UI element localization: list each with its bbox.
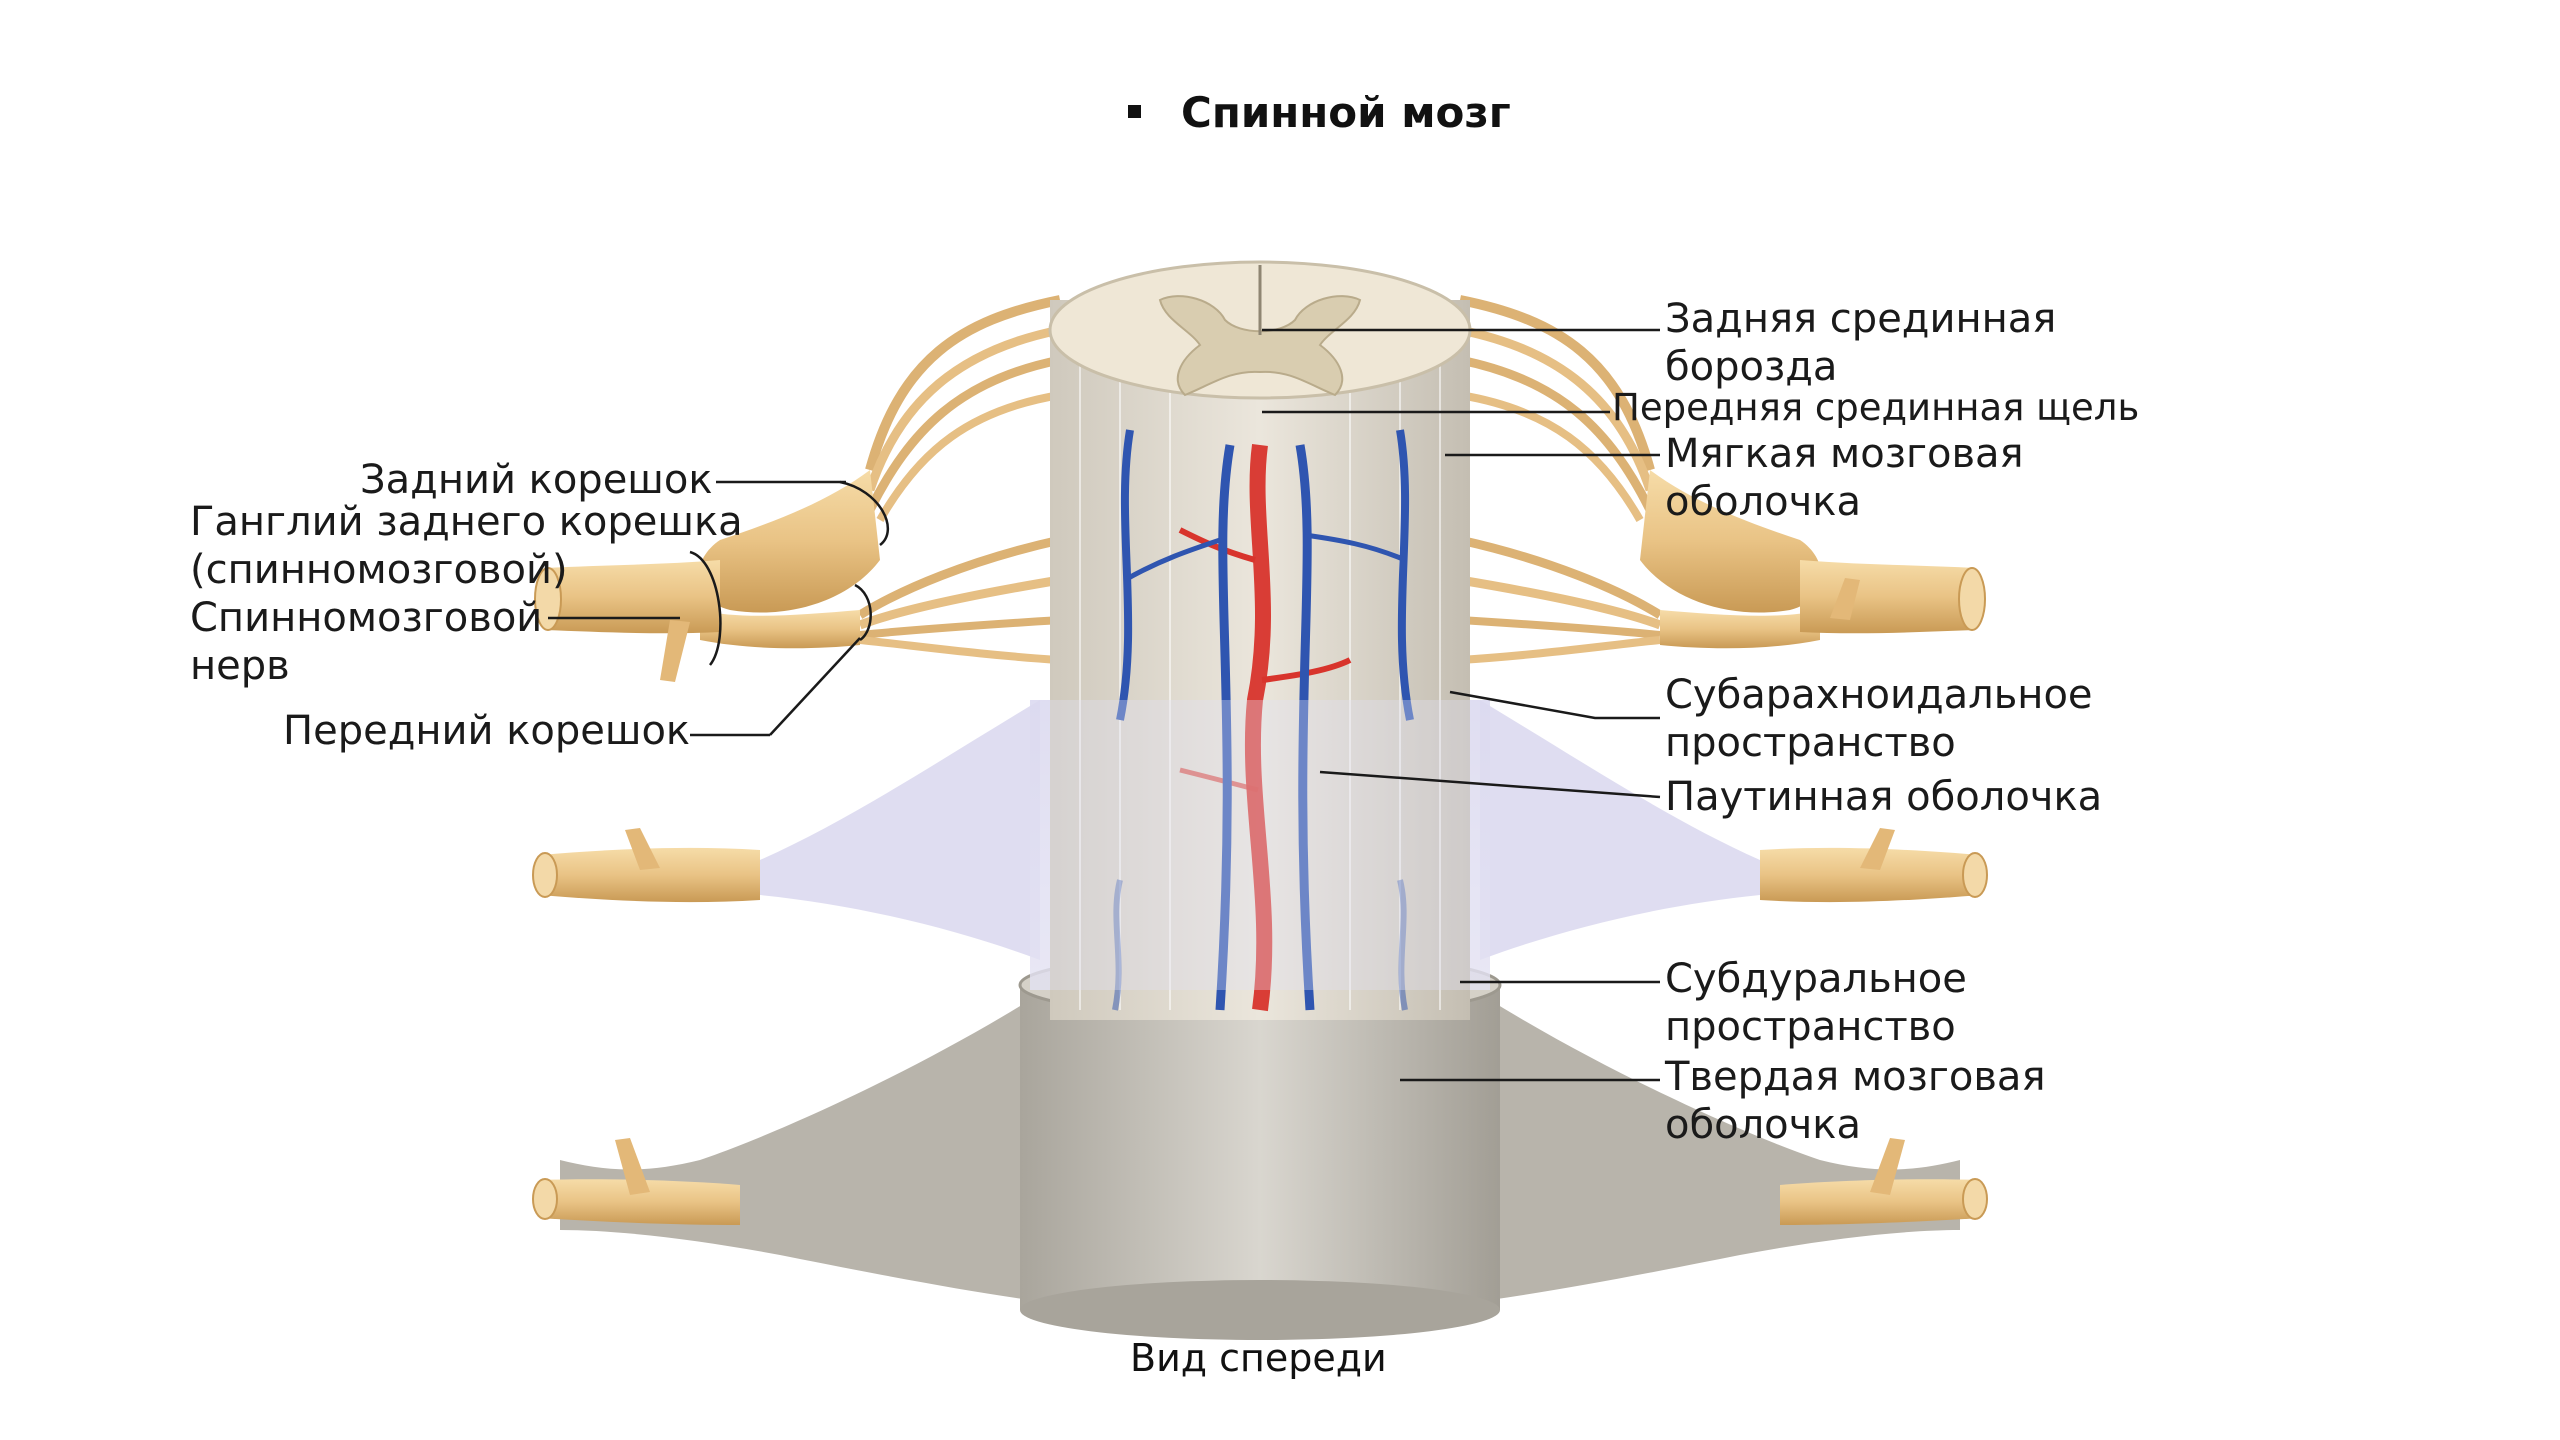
label-line: Твердая мозговая bbox=[1665, 1054, 2046, 1100]
label-line: пространство bbox=[1665, 720, 1956, 766]
label-line: Паутинная оболочка bbox=[1665, 774, 2103, 820]
spinal-cord bbox=[1048, 260, 1472, 1020]
label-subdural-space: Субдуральное пространство bbox=[1665, 955, 1967, 1051]
label-line: оболочка bbox=[1665, 1102, 1861, 1148]
label-arachnoid-mater: Паутинная оболочка bbox=[1665, 773, 2102, 821]
label-line: пространство bbox=[1665, 1004, 1956, 1050]
label-anterior-root: Передний корешок bbox=[283, 707, 690, 755]
label-line: Передний корешок bbox=[283, 708, 691, 754]
label-line: Мягкая мозговая bbox=[1665, 431, 2024, 477]
label-dura-mater: Твердая мозговая оболочка bbox=[1665, 1053, 2046, 1149]
arachnoid-veil bbox=[1030, 700, 1490, 990]
label-posterior-median-sulcus: Задняя срединная борозда bbox=[1665, 295, 2056, 391]
label-line: борозда bbox=[1665, 344, 1838, 390]
page-title: Спинной мозг bbox=[1128, 88, 1511, 137]
label-line: Субарахноидальное bbox=[1665, 672, 2093, 718]
lower-spinal-nerves bbox=[532, 828, 1988, 1225]
upper-spinal-nerves bbox=[534, 295, 1986, 682]
grey-matter bbox=[1158, 295, 1362, 397]
label-spinal-nerve: Спинномозговой нерв bbox=[190, 594, 542, 690]
page-title-text: Спинной мозг bbox=[1181, 88, 1511, 137]
leader-lines bbox=[548, 328, 1661, 1082]
label-anterior-median-fissure: Передняя срединная щель bbox=[1612, 384, 2139, 432]
label-line: Передняя срединная щель bbox=[1612, 386, 2140, 429]
caption-view: Вид спереди bbox=[1130, 1336, 1387, 1380]
label-line: оболочка bbox=[1665, 479, 1861, 525]
label-line: Спинномозговой bbox=[190, 595, 543, 641]
label-posterior-root: Задний корешок bbox=[360, 456, 713, 504]
label-dorsal-root-ganglion: Ганглий заднего корешка (спинномозговой) bbox=[190, 498, 743, 594]
label-line: Задняя срединная bbox=[1665, 296, 2057, 342]
label-pia-mater: Мягкая мозговая оболочка bbox=[1665, 430, 2024, 526]
label-line: Задний корешок bbox=[360, 457, 713, 503]
label-line: Ганглий заднего корешка bbox=[190, 499, 743, 545]
bullet-icon bbox=[1128, 105, 1141, 118]
label-line: Субдуральное bbox=[1665, 956, 1967, 1002]
label-subarachnoid-space: Субарахноидальное пространство bbox=[1665, 671, 2093, 767]
label-line: нерв bbox=[190, 643, 290, 689]
label-line: (спинномозговой) bbox=[190, 547, 568, 593]
